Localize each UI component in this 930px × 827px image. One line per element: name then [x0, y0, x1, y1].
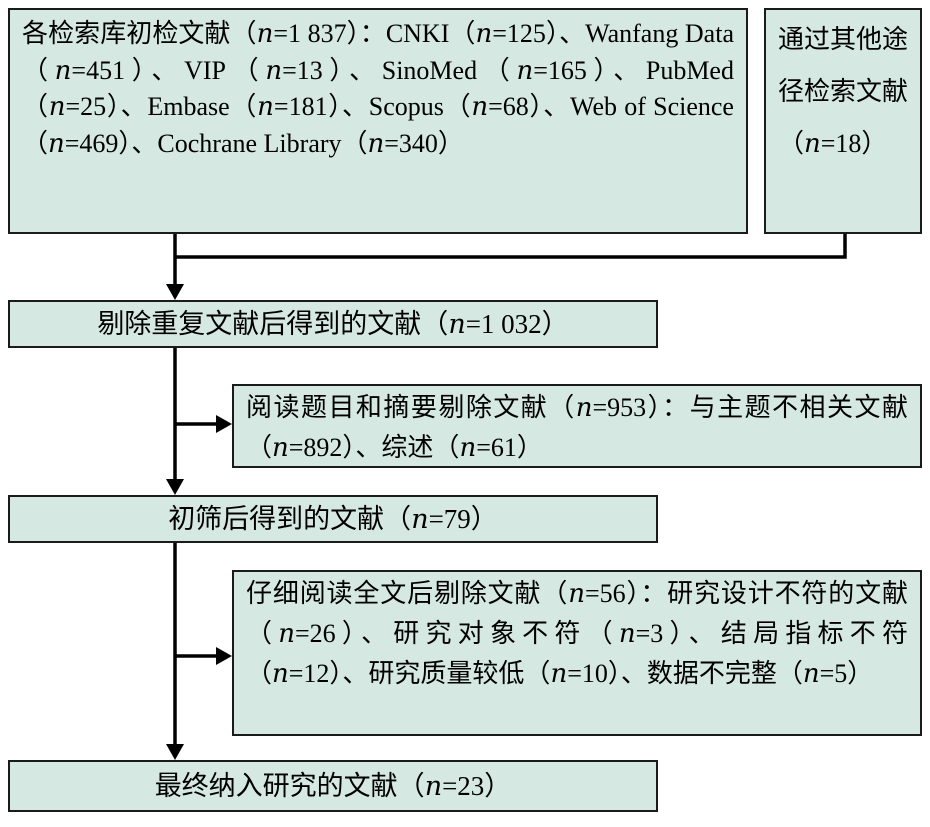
box-title-abstract-excluded-text: 阅读题目和摘要剔除文献（n=953）：与主题不相关文献（n=892）、综述（n=… [246, 393, 908, 463]
box-fulltext-excluded: 仔细阅读全文后剔除文献（n=56）：研究设计不符的文献（n=26）、研究对象不符… [232, 570, 922, 736]
arrowhead-excl2 [216, 647, 232, 665]
box-fulltext-excluded-text: 仔细阅读全文后剔除文献（n=56）：研究设计不符的文献（n=26）、研究对象不符… [246, 579, 908, 689]
box-after-dedup-text: 剔除重复文献后得到的文献（n=1 032） [97, 309, 569, 340]
box-initial-search: 各检索库初检文献（n=1 837）：CNKI（n=125）、Wanfang Da… [8, 8, 748, 234]
box-final-included-text: 最终纳入研究的文献（n=23） [154, 771, 512, 802]
box-final-included: 最终纳入研究的文献（n=23） [8, 760, 658, 812]
box-after-screening-text: 初筛后得到的文献（n=79） [168, 504, 498, 535]
box-title-abstract-excluded: 阅读题目和摘要剔除文献（n=953）：与主题不相关文献（n=892）、综述（n=… [232, 384, 922, 468]
box-initial-search-text: 各检索库初检文献（n=1 837）：CNKI（n=125）、Wanfang Da… [22, 19, 734, 159]
box-after-dedup: 剔除重复文献后得到的文献（n=1 032） [8, 300, 658, 348]
box-after-screening: 初筛后得到的文献（n=79） [8, 495, 658, 543]
arrow-line-other-to-main [175, 234, 847, 259]
arrowhead-dedup [166, 284, 184, 300]
arrowhead-final [166, 744, 184, 760]
arrowhead-screened [166, 479, 184, 495]
arrowhead-excl1 [216, 415, 232, 433]
box-other-sources: 通过其他途径检索文献（n=18） [764, 8, 922, 234]
box-other-sources-text: 通过其他途径检索文献（n=18） [778, 25, 909, 159]
